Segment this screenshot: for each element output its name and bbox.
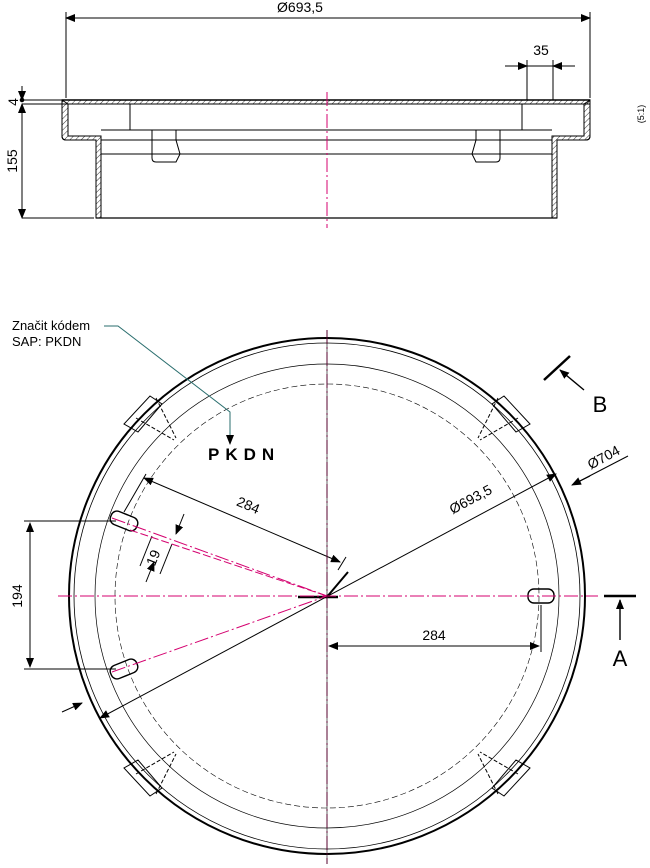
section-label-a: A xyxy=(613,646,628,671)
note-leader xyxy=(104,325,234,445)
dim-slot-spacing: 194 xyxy=(9,584,25,608)
lug-top-right xyxy=(477,395,531,441)
lug-bottom-left xyxy=(123,751,177,797)
edge-scale-mark: (5:1) xyxy=(636,105,646,124)
dim-height: 155 xyxy=(4,149,20,173)
dim-flange-width: 35 xyxy=(533,42,549,58)
dim-rim-thickness: 4 xyxy=(5,98,21,106)
dim-line-radial-top xyxy=(143,477,341,563)
dim-radial-top: 284 xyxy=(235,493,263,517)
dim-outer-diameter: Ø704 xyxy=(585,442,623,472)
note-line-1: Značit kódem xyxy=(12,318,90,333)
side-view xyxy=(18,12,591,219)
dim-overall-diameter: Ø693,5 xyxy=(277,0,323,15)
dim-radial-right: 284 xyxy=(422,627,446,643)
dim-inner-diameter: Ø693,5 xyxy=(446,481,494,517)
lug-bottom-right xyxy=(477,751,531,797)
top-view xyxy=(24,325,636,855)
lug-top-left xyxy=(123,395,177,441)
section-label-b: B xyxy=(593,392,608,417)
dim-slot-width: 19 xyxy=(143,547,164,568)
code-mark: PKDN xyxy=(208,445,280,464)
note-line-2: SAP: PKDN xyxy=(12,334,81,349)
